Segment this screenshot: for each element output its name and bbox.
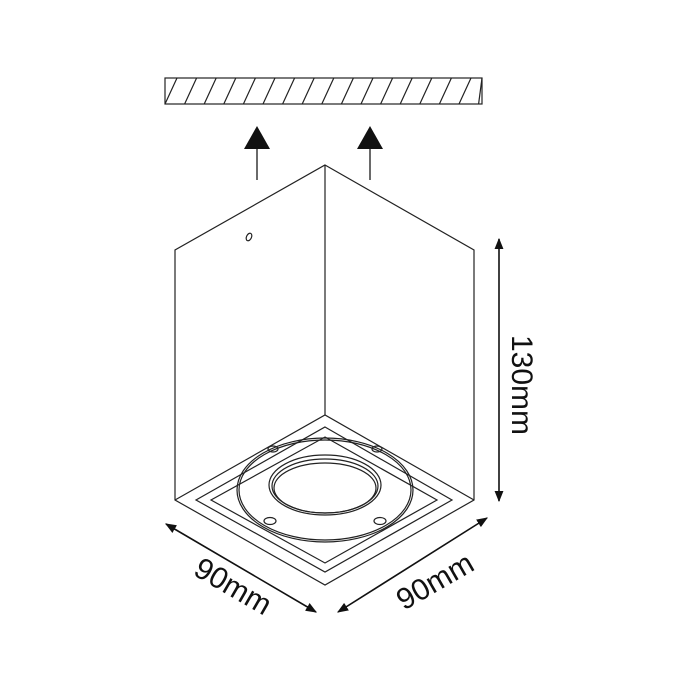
screw <box>371 445 383 453</box>
downlight-housing <box>174 164 475 586</box>
width-left-label: 90mm <box>188 552 277 622</box>
hatch-line <box>282 77 296 105</box>
screw <box>267 445 279 453</box>
lamp-face <box>194 426 454 573</box>
lens <box>268 454 382 516</box>
hatch-line <box>360 77 374 105</box>
height-label: 130mm <box>505 335 538 435</box>
hatch-line <box>164 77 178 105</box>
width-right-label: 90mm <box>391 547 480 617</box>
screw <box>263 516 277 526</box>
width-right-dimension-line <box>337 517 488 613</box>
mount-arrow-left-icon <box>244 126 270 180</box>
hatch-line <box>458 77 472 105</box>
hatch-line <box>380 77 394 105</box>
screw <box>373 516 387 526</box>
hatch-line <box>184 77 198 105</box>
hatch-line <box>321 77 335 105</box>
hatch-line <box>301 77 315 105</box>
trim-ring <box>236 437 414 543</box>
hatch-line <box>223 77 237 105</box>
hatch-line <box>262 77 276 105</box>
hatch-line <box>203 77 217 105</box>
mount-arrow-right-icon <box>357 126 383 180</box>
hatch-line <box>438 77 452 105</box>
screw-hole <box>245 232 253 242</box>
ceiling-hatched-surface <box>164 77 483 105</box>
hatch-line <box>340 77 354 105</box>
hatch-line <box>478 77 483 105</box>
hatch-line <box>399 77 413 105</box>
hatch-line <box>419 77 433 105</box>
width-left-dimension-line <box>165 523 317 613</box>
hatch-line <box>242 77 256 105</box>
